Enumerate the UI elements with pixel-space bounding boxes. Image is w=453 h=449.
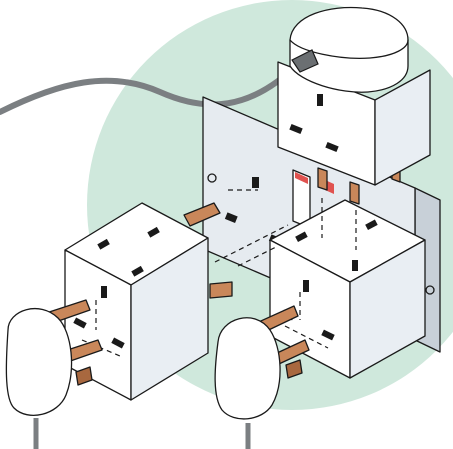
socket-hole-icon (131, 265, 144, 277)
switch-icon (292, 169, 311, 229)
socket-hole-icon (317, 94, 323, 106)
right-adaptor (269, 199, 426, 379)
socket-hole-icon (73, 317, 87, 329)
screw-hole-icon (425, 285, 435, 295)
socket-hole-icon (224, 212, 238, 223)
top-adaptor (277, 61, 431, 205)
grey-cable (0, 59, 303, 115)
socket-hole-icon (101, 286, 107, 298)
socket-hole-icon (97, 238, 110, 250)
socket-hole-icon (325, 141, 339, 153)
socket-hole-icon (289, 123, 303, 135)
left-plug (5, 299, 103, 449)
socket-hole-icon (252, 177, 259, 188)
adaptor-pin-icon (183, 202, 221, 227)
socket-hole-icon (365, 219, 378, 230)
socket-hole-icon (352, 260, 358, 271)
adaptor-pin-icon (317, 167, 328, 191)
socket-hole-icon (147, 226, 160, 238)
socket-hole-icon (303, 280, 309, 292)
socket-hole-icon (111, 337, 125, 349)
left-adaptor (64, 202, 233, 401)
middle-plug (214, 305, 310, 449)
adaptor-pin-icon (349, 181, 360, 205)
top-plug (289, 6, 409, 93)
plug-pin-icon (75, 366, 93, 386)
socket-hole-icon (321, 329, 335, 341)
screw-hole-icon (207, 173, 217, 183)
plug-pin-icon (285, 359, 303, 379)
adaptor-pin-icon (209, 281, 233, 299)
socket-hole-icon (295, 231, 308, 242)
